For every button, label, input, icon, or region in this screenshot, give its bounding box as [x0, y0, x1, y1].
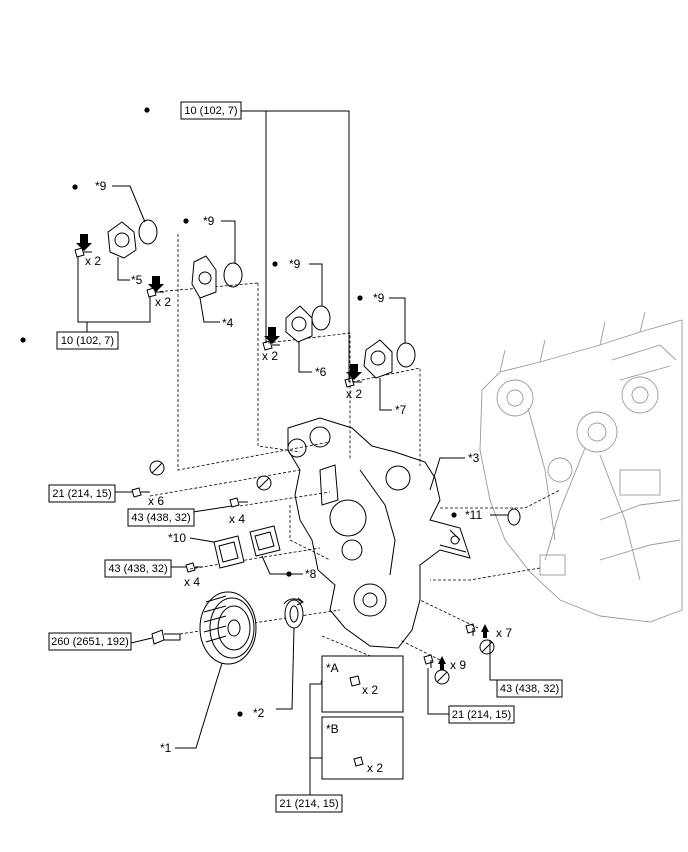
callout-4: *4	[222, 316, 234, 330]
callout-9b: *9	[203, 214, 215, 228]
quantity-6: x 4	[229, 512, 245, 526]
callout-7: *7	[395, 403, 407, 417]
quantity-7: x 4	[184, 575, 200, 589]
svg-text:43 (438, 32): 43 (438, 32)	[500, 683, 559, 695]
torque-spec-1: 10 (102, 7)	[180, 101, 242, 120]
no-reuse-icon	[149, 460, 165, 476]
o-ring-11	[507, 508, 521, 526]
torque-spec-5: 43 (438, 32)	[104, 559, 172, 578]
quantity-8: x 7	[496, 626, 512, 640]
gasket-10-illustration	[213, 535, 245, 569]
down-arrow-icon	[76, 234, 92, 251]
vvt-actuator-7-illustration	[363, 339, 393, 379]
svg-text:21 (214, 15): 21 (214, 15)	[52, 488, 111, 500]
reference-bullets	[20, 107, 457, 717]
svg-text:10 (102, 7): 10 (102, 7)	[61, 335, 114, 347]
callout-2: *2	[253, 706, 265, 720]
o-ring-9-d	[396, 342, 416, 368]
down-arrow-icon	[148, 276, 164, 292]
torque-spec-8: 21 (214, 15)	[448, 705, 515, 724]
up-arrow-icon	[438, 656, 446, 670]
callout-11: *11	[465, 508, 482, 522]
quantity-5: x 6	[148, 494, 164, 508]
vvt-actuator-4-illustration	[191, 255, 217, 299]
quantity-a: x 2	[362, 683, 378, 697]
down-arrow-icon	[346, 364, 362, 380]
quantity-labels: x 2 x 2 x 2 x 2 x 6 x 4 x 4 x 7 x 9	[85, 254, 512, 672]
quantity-b: x 2	[367, 761, 383, 775]
detail-box-a: *A x 2	[321, 655, 404, 713]
quantity-2: x 2	[155, 295, 171, 309]
detail-b-label: *B	[326, 722, 339, 736]
vvt-actuator-6-illustration	[285, 305, 313, 343]
o-ring-9-c	[311, 305, 331, 331]
callout-labels: *9 *9 *9 *9 *5 *4 *6 *7 *3 *11 *10 *8 *2…	[95, 179, 482, 755]
torque-spec-4: 43 (438, 32)	[127, 508, 195, 527]
no-reuse-icon	[434, 669, 450, 685]
timing-chain-cover-illustration	[287, 417, 471, 649]
crankshaft-bolt-illustration	[151, 629, 181, 645]
leader-lines	[77, 110, 508, 795]
svg-text:43 (438, 32): 43 (438, 32)	[131, 512, 190, 524]
detail-box-b: *B x 2	[321, 716, 404, 780]
callout-3: *3	[468, 451, 480, 465]
down-arrow-icon	[264, 327, 280, 344]
callout-5: *5	[131, 273, 143, 287]
callout-6: *6	[315, 365, 327, 379]
callout-10: *10	[168, 531, 186, 545]
no-reuse-icon	[479, 639, 495, 655]
callout-9d: *9	[373, 291, 385, 305]
gasket-8-illustration	[249, 525, 281, 557]
svg-text:21 (214, 15): 21 (214, 15)	[452, 709, 511, 721]
torque-spec-7: 43 (438, 32)	[496, 679, 563, 698]
quantity-9: x 9	[450, 658, 466, 672]
callout-9c: *9	[289, 257, 301, 271]
crankshaft-pulley-1-illustration	[199, 591, 257, 665]
vvt-actuator-5-illustration	[107, 221, 137, 259]
svg-text:43 (438, 32): 43 (438, 32)	[108, 563, 167, 575]
up-arrow-icon	[481, 624, 489, 638]
quantity-1: x 2	[85, 254, 101, 268]
o-ring-9-a	[138, 219, 158, 245]
torque-spec-6: 260 (2651, 192)	[48, 632, 132, 651]
o-ring-9-b	[223, 262, 243, 288]
oil-seal-2-illustration	[283, 597, 304, 629]
quantity-3: x 2	[262, 349, 278, 363]
torque-spec-9: 21 (214, 15)	[275, 794, 343, 813]
quantity-4: x 2	[346, 387, 362, 401]
svg-text:260 (2651, 192): 260 (2651, 192)	[51, 636, 129, 648]
callout-8: *8	[305, 567, 317, 581]
torque-spec-3: 21 (214, 15)	[48, 484, 116, 503]
no-reuse-icon	[256, 475, 272, 491]
callout-1: *1	[160, 741, 172, 755]
svg-text:21 (214, 15): 21 (214, 15)	[279, 798, 338, 810]
svg-text:10 (102, 7): 10 (102, 7)	[184, 105, 237, 117]
engine-block-illustration	[479, 311, 683, 623]
detail-a-label: *A	[326, 661, 339, 675]
torque-spec-2: 10 (102, 7)	[56, 331, 119, 350]
callout-9a: *9	[95, 179, 107, 193]
